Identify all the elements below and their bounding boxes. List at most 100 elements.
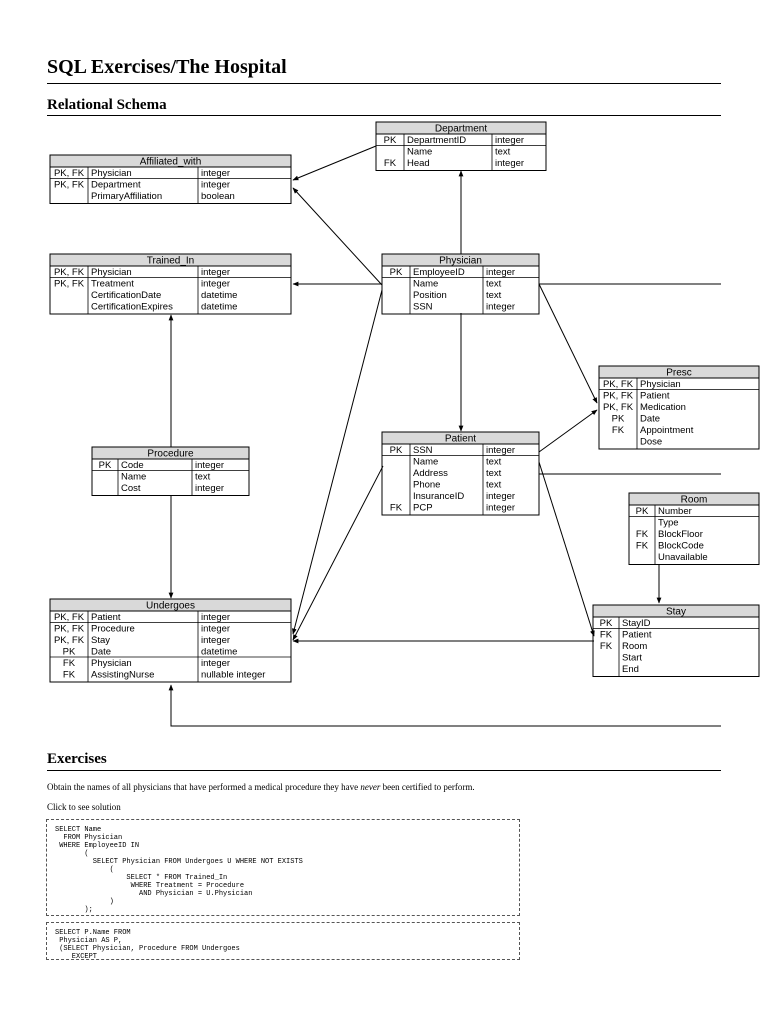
cell-column-type: integer [201,168,230,179]
cell-column-name: Date [91,647,111,658]
cell-column-type: text [486,480,502,491]
cell-column-type: text [486,457,502,468]
cell-column-name: Address [413,468,448,479]
cell-key: PK [612,414,625,425]
cell-column-name: BlockFloor [658,529,703,540]
cell-key: PK, FK [54,624,85,635]
cell-column-type: datetime [201,290,237,301]
cell-key: FK [600,641,613,652]
cell-column-name: BlockCode [658,541,704,552]
solution-code-1: SELECT Name FROM Physician WHERE Employe… [55,826,303,914]
cell-column-type: integer [201,658,230,669]
cell-key: PK [99,460,112,471]
cell-column-name: Type [658,518,679,529]
cell-column-name: Start [622,653,642,664]
cell-column-name: AssistingNurse [91,670,154,681]
entity-title: Affiliated_with [140,157,202,168]
cell-column-type: integer [495,135,524,146]
cell-column-name: Name [121,472,146,483]
cell-column-name: Physician [640,379,681,390]
exercises-heading: Exercises [47,751,107,767]
cell-column-name: Treatment [91,279,134,290]
cell-column-type: integer [195,483,224,494]
rel-physician-to-prescribes [538,283,598,404]
cell-column-name: Position [413,290,447,301]
cell-column-type: integer [486,491,515,502]
cell-column-type: datetime [201,302,237,313]
cell-column-type: integer [486,503,515,514]
cell-column-type: text [486,468,502,479]
schema-heading: Relational Schema [47,97,167,113]
page-title: SQL Exercises/The Hospital [47,56,287,78]
cell-column-name: Name [407,147,432,158]
rel-physician-to-undergoes [292,289,383,635]
cell-column-name: Name [413,279,438,290]
cell-key: PK, FK [603,391,634,402]
rel-department-to-affiliated [292,145,377,181]
cell-column-name: InsuranceID [413,491,464,502]
solution-toggle-link[interactable]: Click to see solution [47,802,121,812]
cell-key: FK [63,670,76,681]
cell-column-name: PrimaryAffiliation [91,191,162,202]
question-text-end: been certified to perform. [380,782,475,792]
cell-key: PK, FK [54,267,85,278]
cell-column-name: Physician [91,267,132,278]
cell-column-type: text [495,147,511,158]
cell-key: FK [600,630,613,641]
cell-key: PK, FK [603,379,634,390]
cell-column-type: integer [201,624,230,635]
cell-key: FK [636,541,649,552]
rel-physician-to-affiliated [292,187,383,286]
cell-column-type: integer [486,267,515,278]
cell-column-name: Cost [121,483,141,494]
cell-column-name: StayID [622,618,651,629]
cell-column-name: Phone [413,480,440,491]
cell-column-type: integer [195,460,224,471]
entity-title: Physician [439,256,482,267]
cell-key: PK, FK [54,635,85,646]
cell-column-name: SSN [413,302,433,313]
rel-patient-to-undergoes [292,465,384,641]
cell-key: PK [384,135,397,146]
cell-column-type: integer [201,180,230,191]
entity-title: Presc [666,368,692,379]
cell-column-name: Name [413,457,438,468]
cell-key: PK [390,267,403,278]
rel-nurse-to-undergoes [168,684,721,727]
cell-column-type: integer [495,158,524,169]
solution-code-block-1: SELECT Name FROM Physician WHERE Employe… [46,819,520,916]
cell-column-name: Department [91,180,141,191]
entity-title: Patient [445,434,476,445]
cell-column-name: Procedure [91,624,135,635]
cell-column-name: Code [121,460,144,471]
cell-key: PK [63,647,76,658]
cell-column-type: integer [486,302,515,313]
cell-column-type: text [486,279,502,290]
cell-column-name: PCP [413,503,433,514]
cell-column-name: Medication [640,402,686,413]
cell-key: FK [63,658,76,669]
entity-title: Department [435,124,487,135]
schema-divider [47,115,721,116]
entity-title: Room [681,495,708,506]
cell-column-name: DepartmentID [407,135,466,146]
cell-column-name: Patient [622,630,652,641]
entity-title: Stay [666,607,686,618]
cell-column-name: Head [407,158,430,169]
title-divider [47,83,721,84]
rel-patient-to-stay [538,461,595,637]
question-emphasis: never [360,782,381,792]
cell-key: PK, FK [54,180,85,191]
entity-title: Undergoes [146,601,195,612]
cell-column-type: integer [486,445,515,456]
cell-column-name: Unavailable [658,552,708,563]
solution-code-block-2: SELECT P.Name FROM Physician AS P, (SELE… [46,922,520,960]
